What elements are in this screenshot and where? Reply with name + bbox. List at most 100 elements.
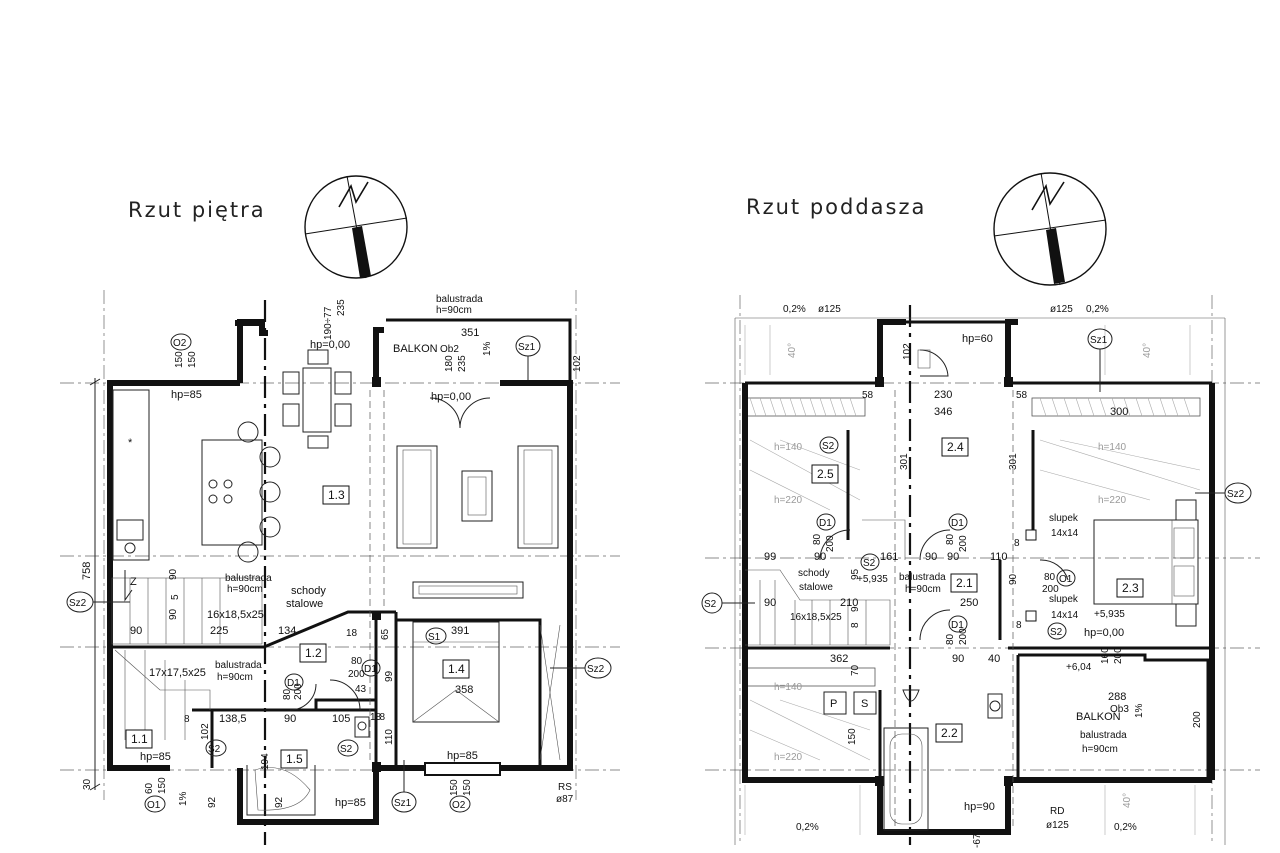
symbol-bubble: S1 xyxy=(425,627,447,645)
symbol-bubble: O1 xyxy=(1056,569,1076,587)
dimension-label: 80 xyxy=(282,688,293,700)
dimension-label: 1% xyxy=(178,791,189,806)
dimension-label: schody xyxy=(798,568,830,579)
dimension-label: O1 xyxy=(147,800,161,811)
dimension-label: 40° xyxy=(1142,343,1153,358)
dimension-label: P xyxy=(830,698,837,710)
dimension-label: 161 xyxy=(880,551,898,563)
dimension-label: 102 xyxy=(902,343,913,360)
dimension-label: 43 xyxy=(355,684,367,695)
dimension-label: 2.4 xyxy=(947,440,964,454)
dimension-label: h=220 xyxy=(774,752,803,763)
dimension-label: 138,5 xyxy=(219,713,247,725)
dimension-label: 235 xyxy=(336,299,347,316)
dimension-label: slupek xyxy=(1049,513,1079,524)
dimension-label: 80 xyxy=(945,533,956,545)
dimension-label: 391 xyxy=(451,625,469,637)
dimension-label: 194 xyxy=(260,753,271,770)
dimension-label: 90 xyxy=(284,713,296,725)
dimension-label: h=220 xyxy=(774,495,803,506)
dimension-label: Sz1 xyxy=(394,798,412,809)
dimension-label: 40° xyxy=(787,343,798,358)
dimension-label: 1.2 xyxy=(305,646,322,660)
dimension-label: 14x14 xyxy=(1051,528,1079,539)
bed-room-14 xyxy=(412,621,561,761)
svg-text:Z: Z xyxy=(130,576,137,588)
dimension-label: 2.5 xyxy=(817,467,834,481)
dimension-label: 8 xyxy=(1014,538,1020,549)
dimension-label: 0,2% xyxy=(1114,822,1137,833)
dimension-label: 200 xyxy=(958,628,969,645)
dimension-label: 18 xyxy=(374,712,386,723)
symbol-bubble: D1 xyxy=(948,615,968,633)
dimension-label: 0,2% xyxy=(796,822,819,833)
dimension-label: h=140 xyxy=(1098,442,1127,453)
room-tag: 1.4 xyxy=(442,659,470,679)
room-tag: 2.2 xyxy=(935,723,963,743)
dimension-label: 90 xyxy=(1008,573,1019,585)
bathroom-22 xyxy=(823,349,1003,831)
dimension-label: hp=0,00 xyxy=(1084,627,1124,639)
dimension-label: schody xyxy=(291,585,326,597)
dimension-label: 65 xyxy=(380,628,391,640)
symbol-bubble: S2 xyxy=(819,436,839,454)
dimension-label: Sz2 xyxy=(1227,489,1245,500)
dimension-label: 288 xyxy=(1108,691,1126,703)
dimension-label: 18 xyxy=(346,628,358,639)
dimension-label: O1 xyxy=(1059,574,1073,585)
dimension-label: +5,935 xyxy=(1094,609,1125,620)
dimension-label: stalowe xyxy=(286,598,323,610)
dimension-label: ø125 xyxy=(1050,304,1073,315)
dimension-label: balustrada xyxy=(436,294,483,305)
bed-room-23 xyxy=(1093,499,1199,627)
plan-first-floor: Rzut piętra xyxy=(60,175,620,845)
dimension-label: 200 xyxy=(1042,584,1059,595)
dimension-label: hp=0,00 xyxy=(310,339,350,351)
dimension-label: hp=60 xyxy=(962,333,993,345)
dimension-label: +6,04 xyxy=(1066,662,1092,673)
symbol-bubble: D1 xyxy=(284,673,304,691)
symbol-bubble: D1 xyxy=(361,659,381,677)
dimension-label: 362 xyxy=(830,653,848,665)
dimension-label: 230 xyxy=(934,389,952,401)
dimension-label: 58 xyxy=(862,390,874,401)
dimension-label: ø87 xyxy=(556,794,574,805)
dimension-label: h=90cm xyxy=(227,584,263,595)
symbol-bubble: D1 xyxy=(816,513,836,531)
dimension-label: 99 xyxy=(764,551,776,563)
dimension-label: 200 xyxy=(958,535,969,552)
dimension-label: Sz2 xyxy=(69,598,87,609)
room-tag: 2.3 xyxy=(1116,578,1144,598)
dimension-label: D1 xyxy=(951,518,964,529)
symbol-bubble: S2 xyxy=(860,553,880,571)
dimension-label: Sz1 xyxy=(518,342,536,353)
dimension-label: 1.4 xyxy=(448,662,465,676)
dimension-label: 1.3 xyxy=(328,488,345,502)
plan-title: Rzut poddasza xyxy=(746,195,926,219)
dimension-label: S2 xyxy=(208,744,221,755)
dimension-label: 200 xyxy=(1113,647,1124,664)
dimension-label: 351 xyxy=(461,327,479,339)
dimension-label: O2 xyxy=(173,338,187,349)
dimension-label: hp=85 xyxy=(447,750,478,762)
north-arrow-icon xyxy=(993,172,1107,286)
dimension-label: D1 xyxy=(951,620,964,631)
dimension-label: 102 xyxy=(200,723,211,740)
dimension-label: h=90cm xyxy=(436,305,472,316)
dimension-label: 8 xyxy=(184,714,190,725)
dimension-label: 2.1 xyxy=(956,576,973,590)
dimension-label: 18 xyxy=(370,712,382,723)
living-furniture xyxy=(396,445,559,599)
room-tag: 1.5 xyxy=(280,749,308,769)
dimension-label: 80 xyxy=(812,533,823,545)
dimension-label: 210 xyxy=(840,597,858,609)
dimension-label: hp=85 xyxy=(171,389,202,401)
room-tag: 1.1 xyxy=(125,729,153,749)
dimension-label: 301 xyxy=(899,453,910,470)
symbol-bubble: D1 xyxy=(948,513,968,531)
dimension-label: h=90cm xyxy=(217,672,253,683)
dimension-label: 80 xyxy=(945,633,956,645)
dimension-label: 8 xyxy=(1016,620,1022,631)
symbol-bubble: Sz1 xyxy=(1087,328,1113,350)
